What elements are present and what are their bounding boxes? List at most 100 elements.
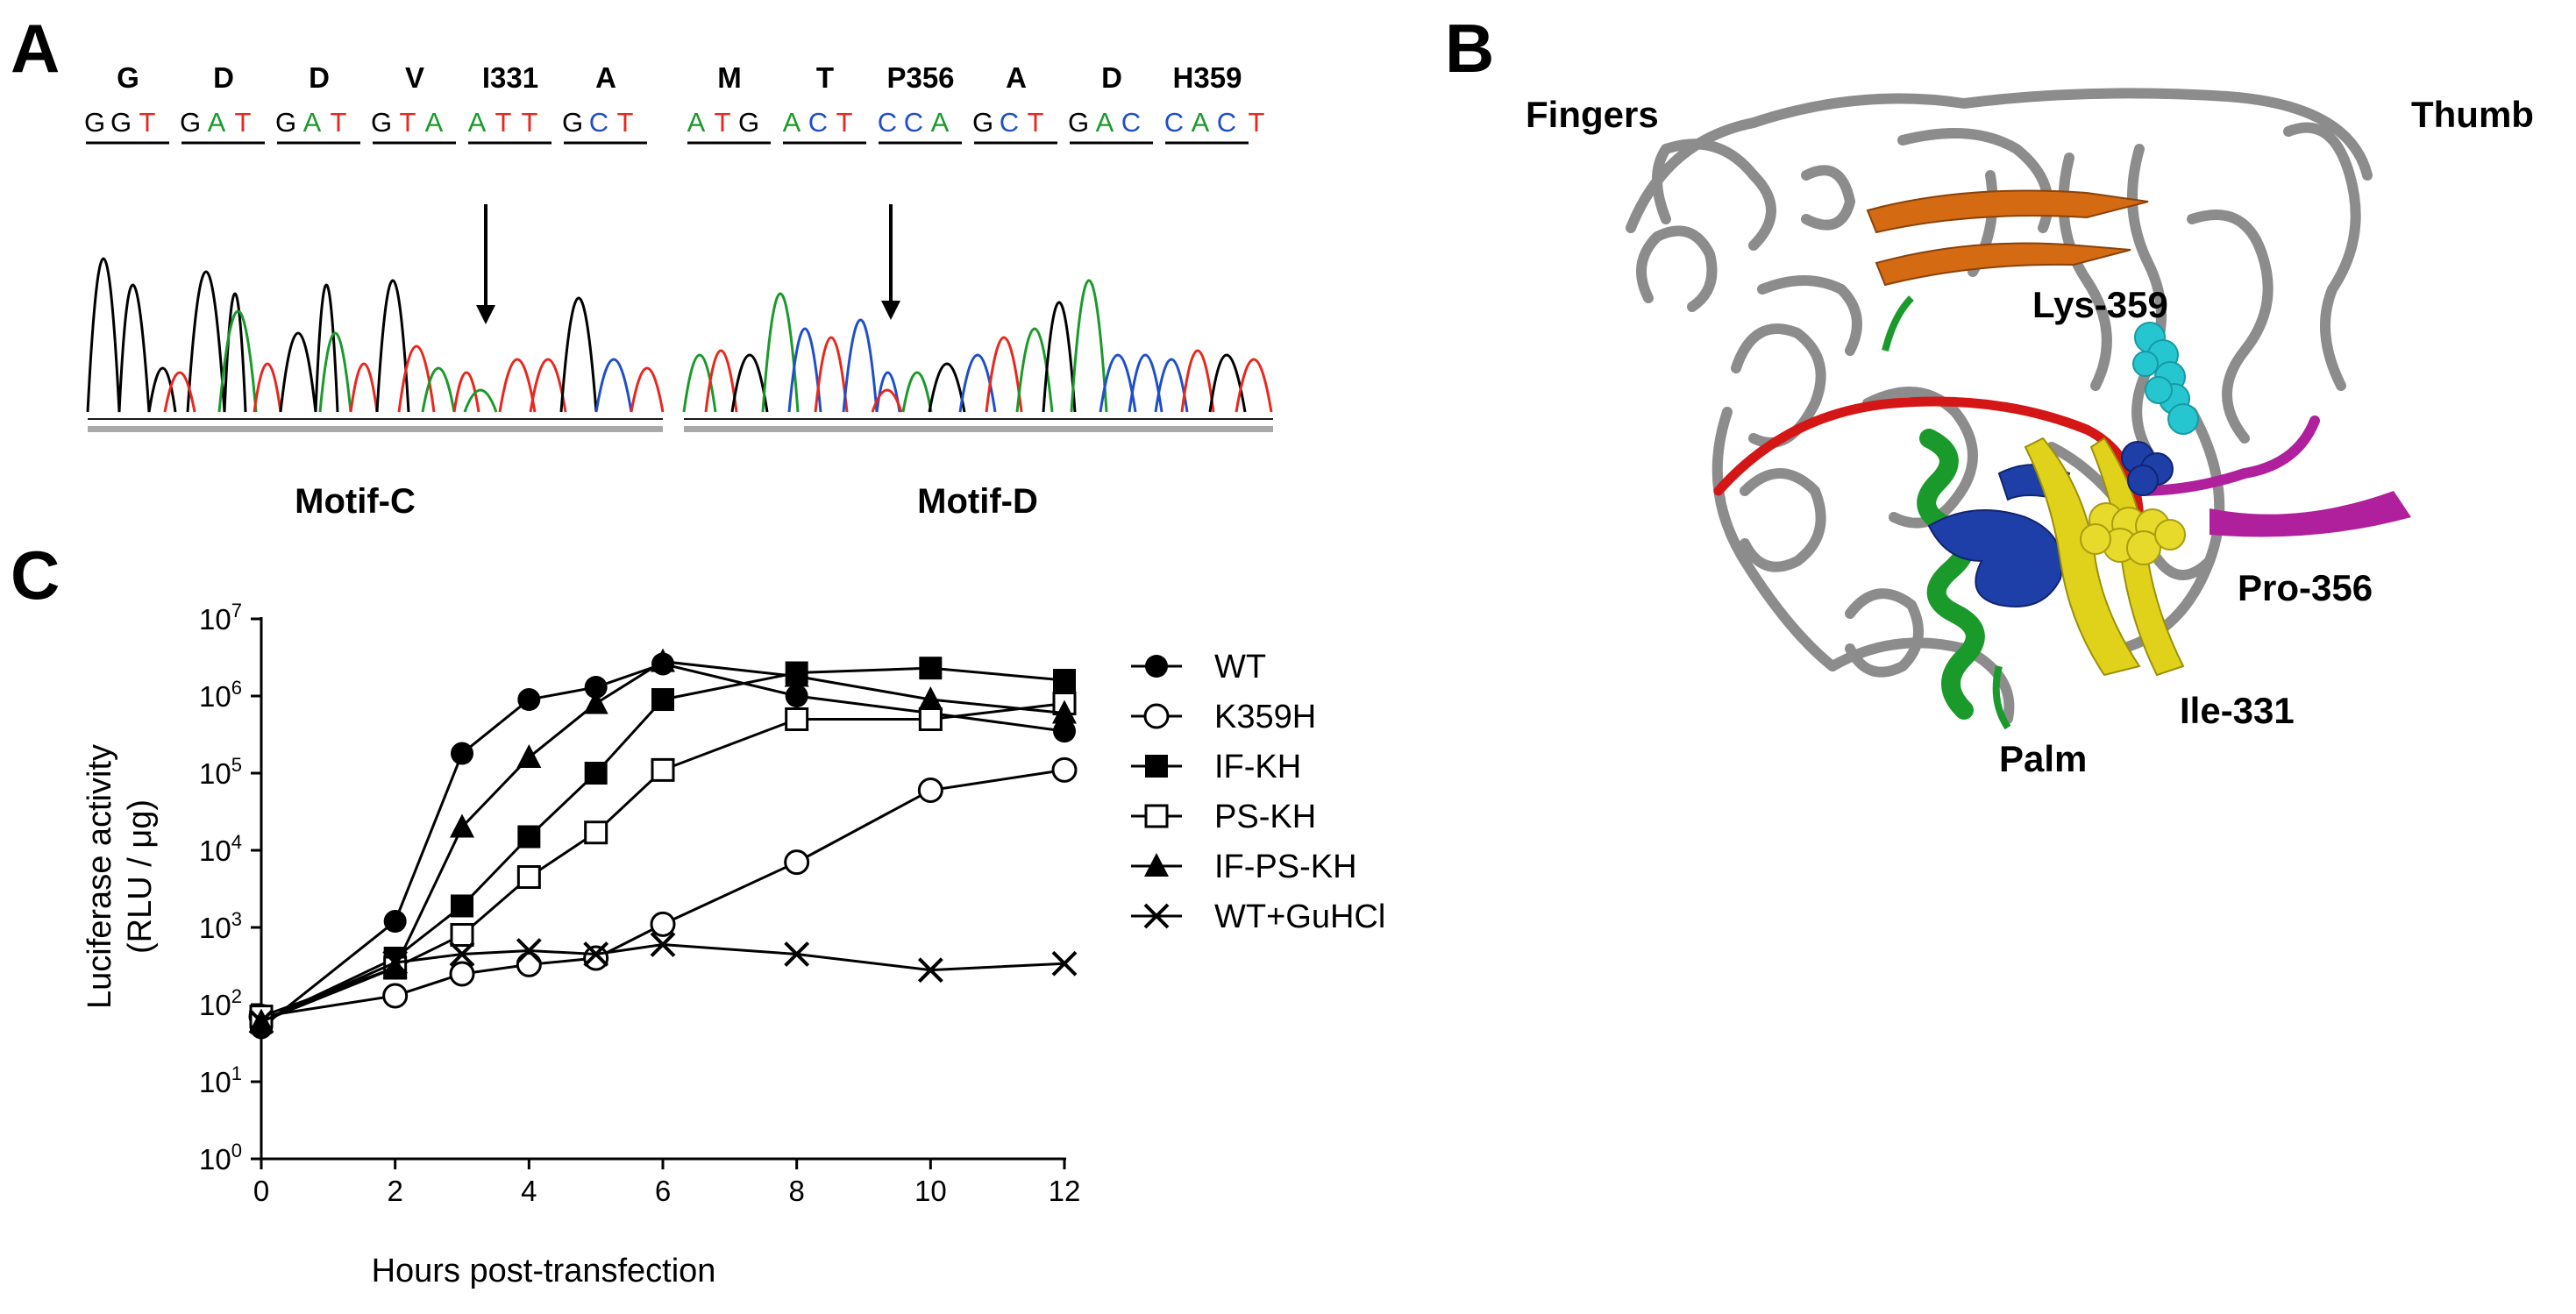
legend-marker (1144, 853, 1169, 877)
legend-entry: WT+GuHCl (1131, 898, 1385, 935)
x-tick-label: 2 (387, 1175, 402, 1207)
y-tick-label: 107 (199, 600, 242, 636)
nucleotide: C (808, 107, 828, 138)
panel-a-label: A (11, 10, 60, 87)
x-tick-label: 12 (1049, 1175, 1081, 1207)
y-tick-label: 100 (199, 1140, 242, 1175)
y-tick-label: 104 (199, 831, 242, 867)
nucleotide: T (139, 107, 156, 138)
data-point (382, 949, 409, 976)
data-point (784, 941, 810, 967)
nucleotide: T (522, 107, 538, 138)
data-point (450, 923, 474, 948)
nucleotide: A (468, 107, 487, 138)
nucleotide: T (400, 107, 416, 138)
nucleotide: G (1068, 107, 1089, 138)
y-tick-label: 103 (199, 908, 242, 944)
data-point (517, 825, 541, 849)
data-point (449, 941, 475, 967)
amino-acid-label: A (595, 61, 616, 94)
y-axis-title: Luciferase activity (82, 744, 118, 1009)
thumb-label: Thumb (2411, 94, 2534, 135)
ile-331-spheres (2080, 502, 2186, 565)
legend-marker (1143, 703, 1170, 729)
data-point (449, 961, 475, 987)
fingers-label: Fingers (1526, 94, 1659, 135)
nucleotide: G (972, 107, 993, 138)
data-point (1053, 720, 1076, 743)
amino-acid-label: G (117, 61, 139, 94)
ile-331-label: Ile-331 (2180, 690, 2295, 731)
data-point (451, 894, 473, 918)
series-k359h (248, 756, 1078, 1030)
data-point (918, 686, 943, 711)
pro-356-spheres (2121, 441, 2174, 496)
nucleotide: T (495, 107, 512, 138)
chromatogram-motif-c (86, 257, 665, 432)
legend-entry: WT (1131, 649, 1266, 685)
data-point (918, 707, 943, 731)
lys-359-spheres (2132, 322, 2199, 435)
fingers-beta-hairpin (1866, 189, 2149, 287)
nucleotide: T (235, 107, 252, 138)
data-point (248, 1009, 274, 1034)
nucleotide: T (1028, 107, 1044, 138)
nucleotide: A (687, 107, 706, 138)
data-point (650, 932, 676, 957)
series-line (260, 768, 1065, 1019)
data-point (583, 945, 609, 971)
data-point (785, 685, 808, 707)
data-point (383, 910, 407, 934)
legend-entry: IF-PS-KH (1131, 849, 1357, 885)
legend-label: IF-KH (1214, 749, 1301, 785)
data-point (1053, 669, 1076, 693)
data-point (1051, 950, 1078, 977)
data-point (516, 744, 542, 769)
nucleotide: A (931, 107, 950, 138)
amino-acid-label: A (1006, 61, 1027, 94)
x-tick-label: 0 (253, 1175, 269, 1207)
legend-label: IF-PS-KH (1214, 849, 1357, 885)
nucleotide: G (180, 107, 201, 138)
data-point (382, 955, 408, 979)
data-point (583, 690, 608, 714)
nucleotide: G (110, 107, 132, 138)
data-point (917, 778, 943, 804)
nucleotide: G (275, 107, 296, 138)
nucleotide: T (331, 107, 347, 138)
nucleotide: C (878, 107, 897, 138)
nucleotide: C (589, 107, 608, 138)
nucleotide: A (1096, 107, 1114, 138)
y-tick-label: 105 (199, 754, 242, 790)
motif-label: Motif-C (295, 482, 416, 521)
nucleotide: A (208, 107, 226, 138)
series-wt-guhcl (248, 932, 1078, 1034)
data-point (919, 657, 943, 680)
legend-label: PS-KH (1214, 799, 1316, 835)
amino-acid-label: D (309, 61, 330, 94)
panel-c-label: C (11, 536, 60, 614)
data-point (584, 762, 608, 785)
chromatogram-motif-d (682, 279, 1273, 432)
x-axis-title: Hours post-transfection (372, 1253, 716, 1289)
x-tick-label: 4 (521, 1175, 537, 1207)
data-point (517, 688, 541, 712)
legend-label: K359H (1214, 699, 1316, 735)
mutation-arrow-i331 (476, 204, 495, 324)
legend-label: WT+GuHCl (1214, 898, 1385, 935)
series-if-ps-kh (249, 648, 1077, 1033)
legend-marker (1145, 755, 1168, 778)
palm-label: Palm (1999, 738, 2087, 779)
nucleotide: G (371, 107, 392, 138)
x-tick-label: 10 (914, 1175, 947, 1207)
nucleotide: C (904, 107, 923, 138)
data-point (516, 938, 542, 963)
legend-label: WT (1214, 649, 1266, 685)
y-tick-label: 106 (199, 677, 242, 713)
data-point (785, 707, 809, 731)
data-point (784, 663, 809, 687)
data-point (584, 675, 608, 699)
data-point (516, 865, 541, 890)
